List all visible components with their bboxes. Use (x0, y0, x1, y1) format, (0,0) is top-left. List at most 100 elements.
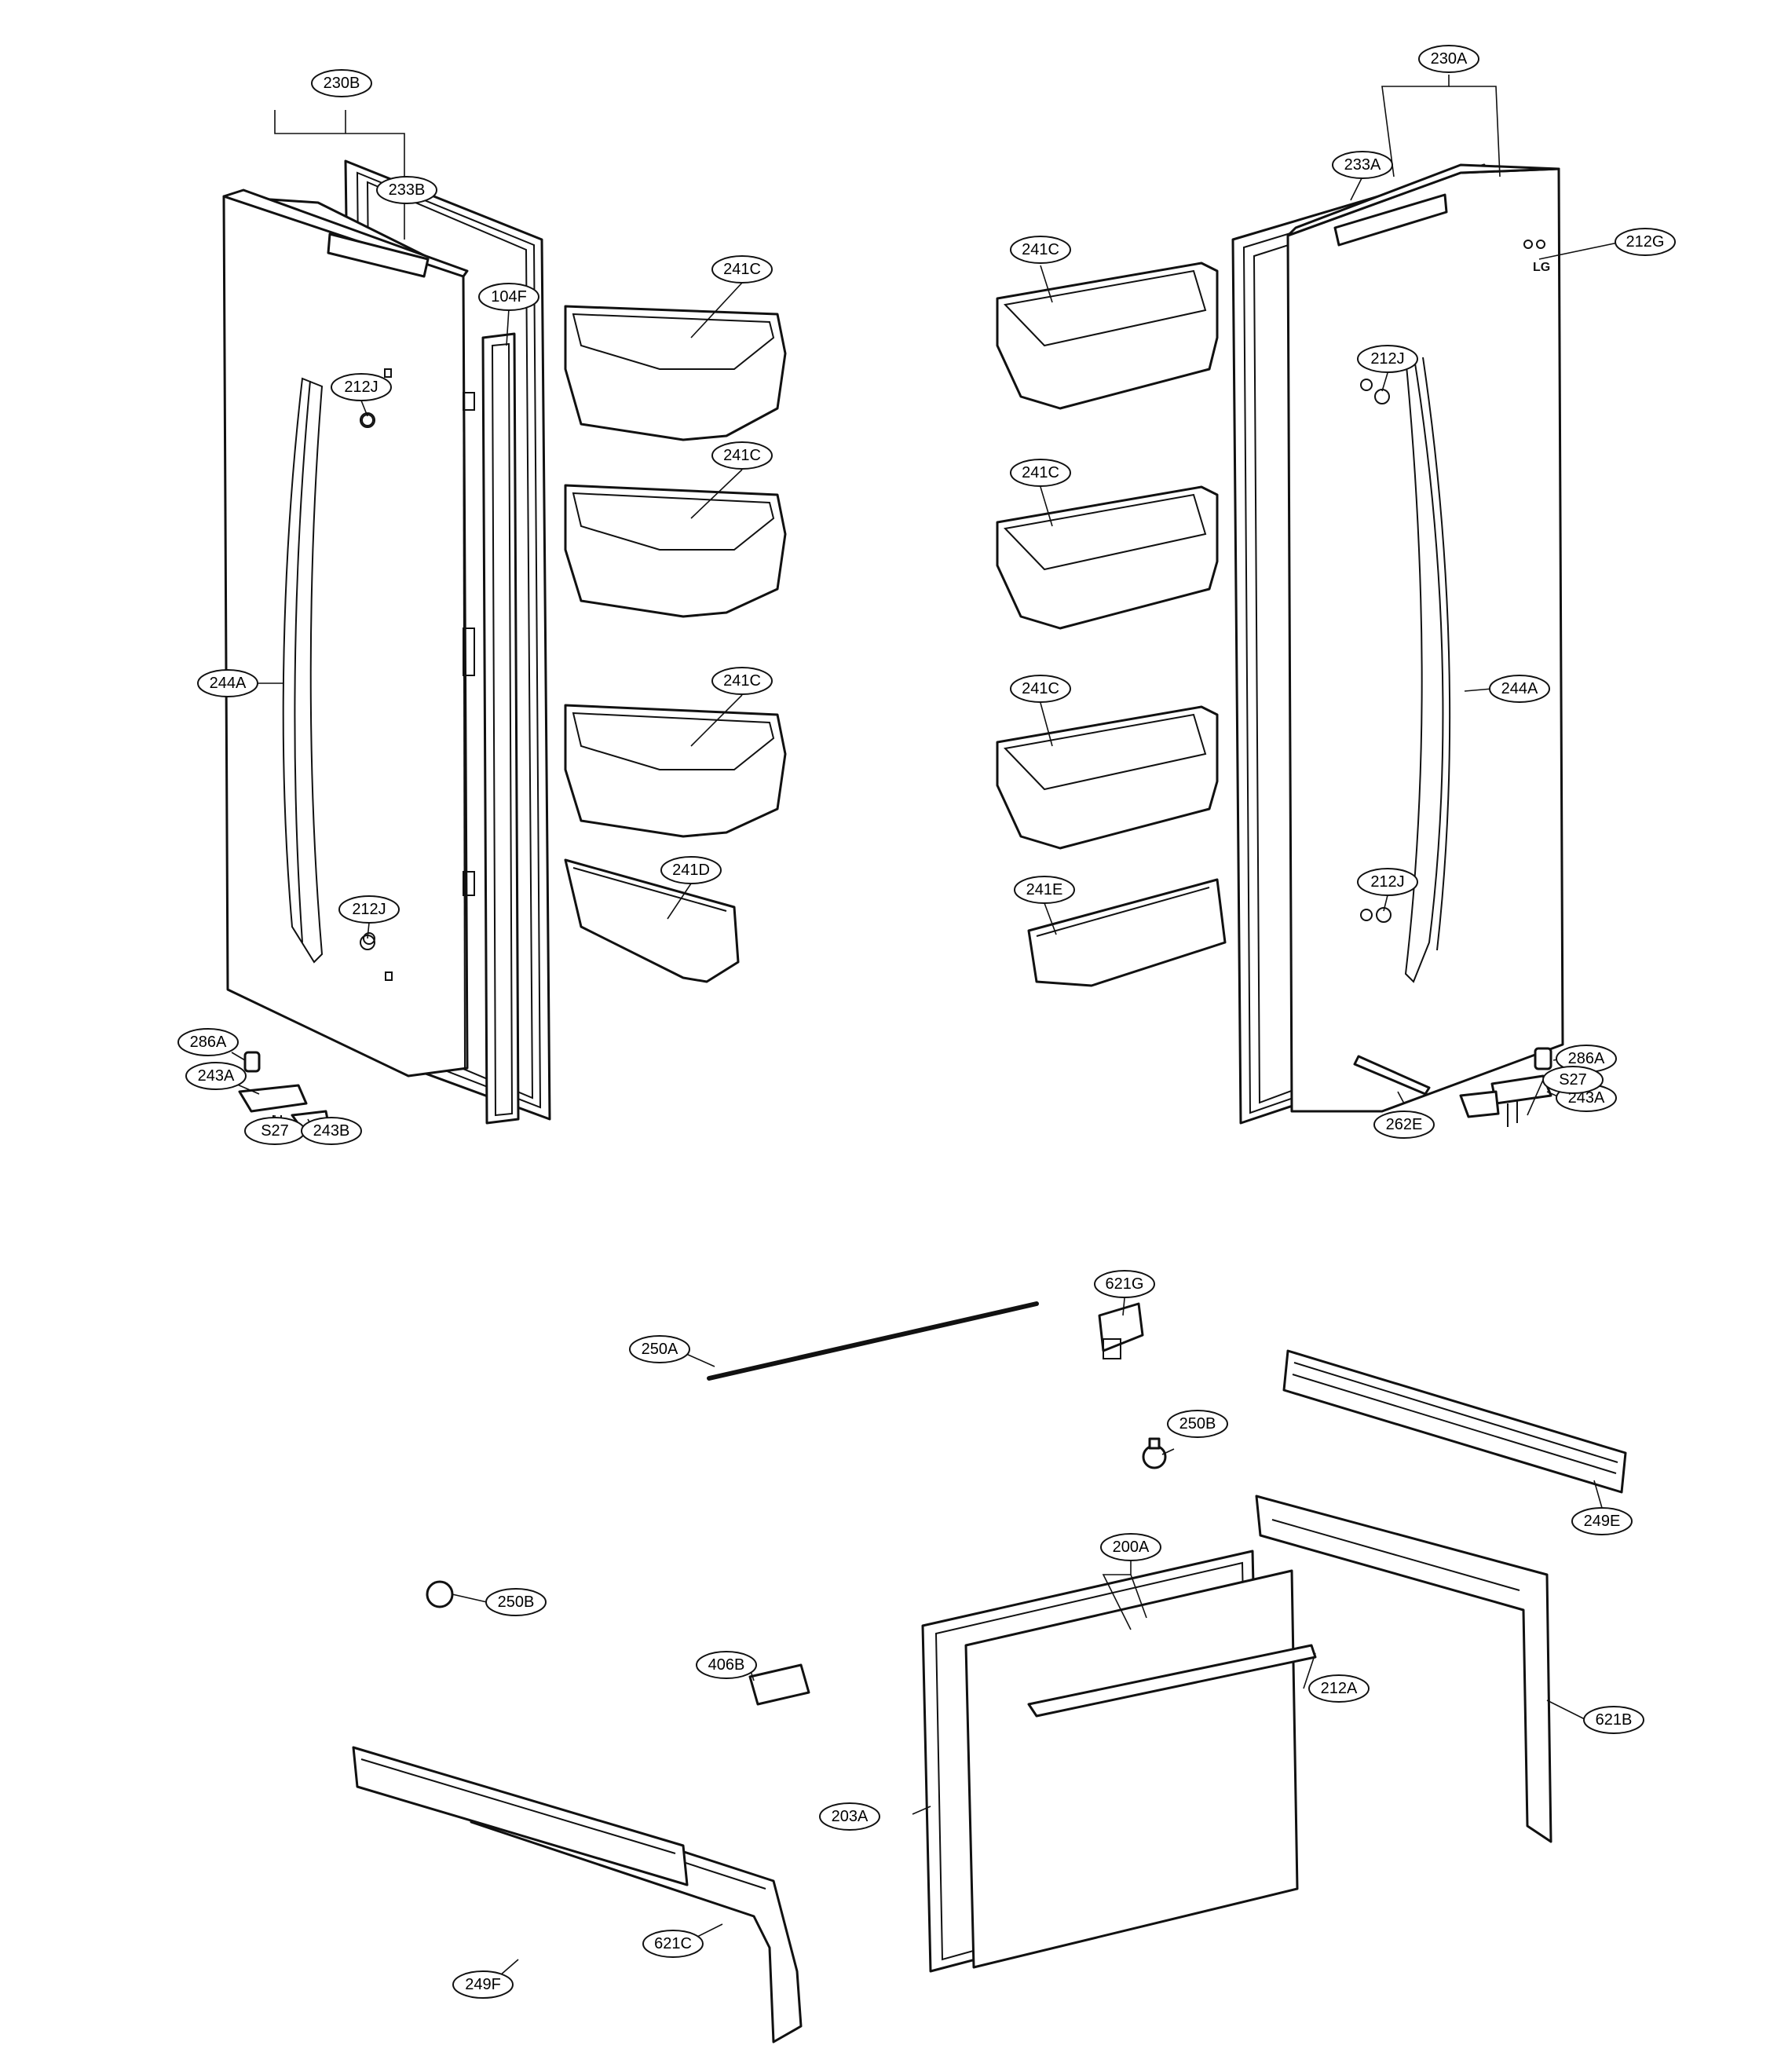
callout-label: 243A (198, 1067, 235, 1085)
lg-logo: LG (1533, 261, 1550, 274)
right-door-bins (996, 262, 1227, 987)
callout-s27: S27 (244, 1117, 305, 1145)
callout-bubble (197, 669, 258, 697)
callout-label: 241C (1022, 464, 1059, 481)
callout-406b: 406B (696, 1651, 757, 1679)
callout-bubble (452, 1970, 514, 1999)
callout-label: 104F (491, 288, 527, 306)
callout-bubble (1489, 675, 1550, 703)
callout-label: 212J (1370, 873, 1404, 891)
callout-bubble (642, 1930, 704, 1958)
callout-label: 241C (723, 447, 761, 464)
callout-bubble (376, 176, 437, 204)
callout-label: 243B (313, 1122, 350, 1140)
callout-200a: 200A (1100, 1533, 1161, 1561)
callout-bubble (1615, 228, 1676, 256)
callout-label: 249F (465, 1976, 501, 1993)
left-door-bins (564, 305, 787, 983)
callout-230a: 230A (1418, 45, 1479, 73)
callout-label: 230A (1431, 50, 1468, 68)
callout-label: 250B (1179, 1415, 1216, 1432)
callout-bubble (1583, 1706, 1644, 1734)
callout-label: 250A (642, 1341, 678, 1358)
callout-230b: 230B (311, 69, 372, 97)
callout-212g: 212G (1615, 228, 1676, 256)
callout-s27: S27 (1542, 1066, 1604, 1094)
callout-label: 250B (498, 1593, 535, 1611)
callout-bubble (485, 1588, 547, 1616)
callout-bubble (1357, 345, 1418, 373)
callout-bubble (711, 667, 773, 695)
callout-bubble (1332, 151, 1393, 179)
callout-243a: 243A (185, 1062, 247, 1090)
callout-212j: 212J (1357, 868, 1418, 896)
callout-212j: 212J (1357, 345, 1418, 373)
callout-243b: 243B (301, 1117, 362, 1145)
drawer-front-200A (964, 1569, 1317, 1969)
callout-bubble (301, 1117, 362, 1145)
callout-bubble (1094, 1270, 1155, 1298)
callout-bubble (478, 283, 539, 311)
callout-621g: 621G (1094, 1270, 1155, 1298)
callout-bubble (711, 441, 773, 470)
callout-label: S27 (261, 1122, 289, 1140)
callout-244a: 244A (197, 669, 258, 697)
callout-label: 212G (1626, 233, 1665, 251)
callout-label: 241C (1022, 241, 1059, 258)
callout-label: 230B (324, 75, 360, 92)
callouts-layer: 230B233B104F241C241C241C241D212J212J244A… (177, 45, 1676, 1999)
callout-286a: 286A (1556, 1045, 1617, 1073)
callout-249f: 249F (452, 1970, 514, 1999)
callout-label: 262E (1386, 1116, 1423, 1133)
bracket-621B (1255, 1495, 1552, 1843)
callout-bubble (819, 1802, 880, 1831)
callout-label: 241C (1022, 680, 1059, 697)
callout-bubble (696, 1651, 757, 1679)
callout-label: 244A (210, 675, 247, 692)
callout-241c: 241C (711, 667, 773, 695)
callout-bubble (185, 1062, 247, 1090)
callout-241c: 241C (1010, 675, 1071, 703)
callout-241c: 241C (1010, 236, 1071, 264)
callout-label: 233B (389, 181, 426, 199)
callout-label: 621B (1596, 1711, 1633, 1729)
callout-212j: 212J (331, 373, 392, 401)
callout-241c: 241C (711, 255, 773, 284)
callout-621b: 621B (1583, 1706, 1644, 1734)
callout-bubble (1308, 1674, 1370, 1703)
callout-bubble (1542, 1066, 1604, 1094)
callout-bubble (1010, 236, 1071, 264)
callout-241c: 241C (711, 441, 773, 470)
callout-bubble (1014, 876, 1075, 904)
callout-label: 286A (1568, 1050, 1605, 1067)
callout-bubble (711, 255, 773, 284)
right-door-hardware (1353, 389, 1552, 1127)
callout-104f: 104F (478, 283, 539, 311)
callout-label: 244A (1501, 680, 1538, 697)
rail-249E (1282, 1349, 1627, 1494)
callout-bubble (629, 1335, 690, 1363)
callout-212j: 212J (338, 895, 400, 924)
callout-250b: 250B (485, 1588, 547, 1616)
callout-label: 203A (832, 1808, 869, 1825)
callout-203a: 203A (819, 1802, 880, 1831)
drawer-rod-250A (707, 1301, 1039, 1381)
callout-bubble (1100, 1533, 1161, 1561)
callout-bubble (1167, 1410, 1228, 1438)
callout-label: 212A (1321, 1680, 1358, 1697)
rail-249F (352, 1746, 689, 1886)
callout-bubble (660, 856, 722, 884)
callout-250a: 250A (629, 1335, 690, 1363)
callout-621c: 621C (642, 1930, 704, 1958)
callout-241e: 241E (1014, 876, 1075, 904)
callout-label: 241E (1026, 881, 1063, 898)
clip-406B (748, 1663, 810, 1706)
callout-bubble (1418, 45, 1479, 73)
callout-label: 233A (1344, 156, 1381, 174)
callout-250b: 250B (1167, 1410, 1228, 1438)
gear-250B-lower (426, 1580, 454, 1608)
left-door-gasket-strip-104F (481, 332, 520, 1125)
callout-bubble (331, 373, 392, 401)
